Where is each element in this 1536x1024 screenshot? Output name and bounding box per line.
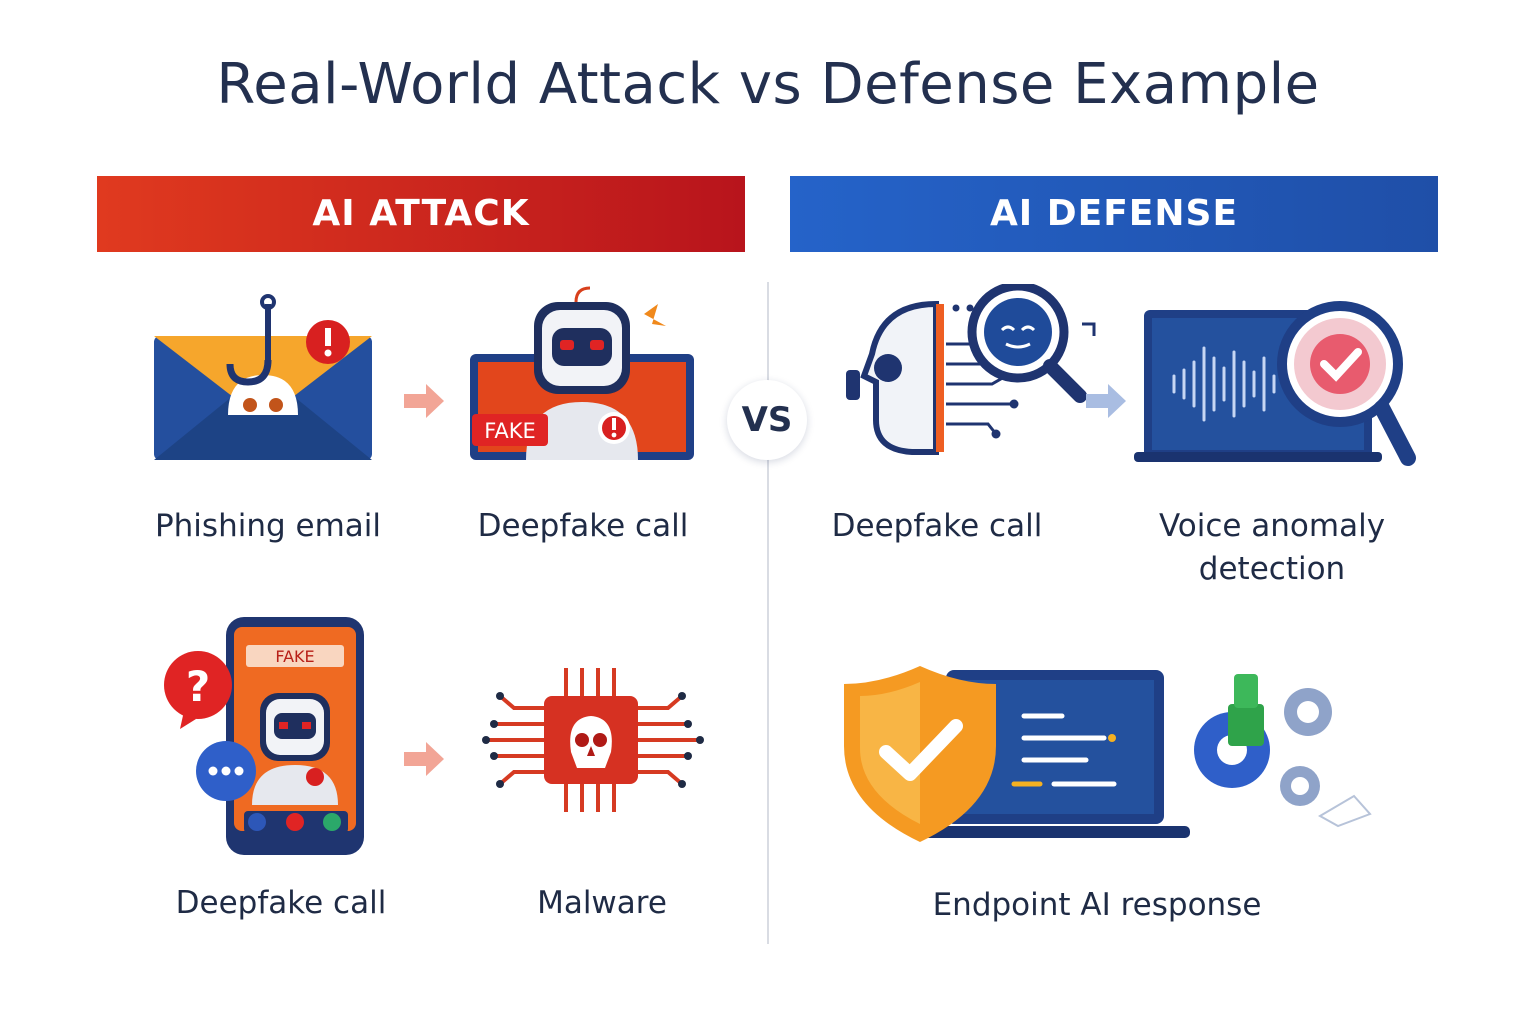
arrow-right-icon — [1086, 384, 1126, 418]
malware-chip-icon — [482, 668, 704, 812]
attack-label-deepfake-call: Deepfake call — [477, 508, 689, 544]
attack-label-deepfake-call-2: Deepfake call — [175, 885, 387, 921]
svg-text:?: ? — [186, 662, 210, 711]
deepfake-robot-icon: FAKE — [470, 286, 694, 460]
center-divider — [767, 282, 769, 944]
attack-banner: AI ATTACK — [97, 176, 745, 252]
arrow-right-icon — [404, 742, 444, 776]
deepfake-phone-icon: FAKE ? — [164, 617, 364, 855]
defense-label-deepfake-call: Deepfake call — [831, 508, 1043, 544]
defense-banner: AI DEFENSE — [790, 176, 1438, 252]
attack-label-phishing-email: Phishing email — [154, 508, 382, 544]
fake-badge-text: FAKE — [484, 419, 536, 443]
endpoint-shield-icon — [844, 666, 1372, 842]
attack-label-malware: Malware — [537, 885, 667, 921]
page-title: Real-World Attack vs Defense Example — [216, 52, 1320, 117]
defense-label-voice-anomaly-line2: detection — [1198, 551, 1346, 587]
vs-badge: VS — [727, 380, 807, 460]
arrow-right-icon — [404, 384, 444, 418]
phishing-email-icon — [154, 294, 372, 460]
defense-label-voice-anomaly-line1: Voice anomaly — [1158, 508, 1386, 544]
fake-badge-text: FAKE — [275, 647, 314, 666]
face-scan-icon — [846, 284, 1096, 455]
defense-label-endpoint-ai-response: Endpoint AI response — [932, 887, 1262, 923]
voice-analysis-icon — [1134, 301, 1416, 466]
